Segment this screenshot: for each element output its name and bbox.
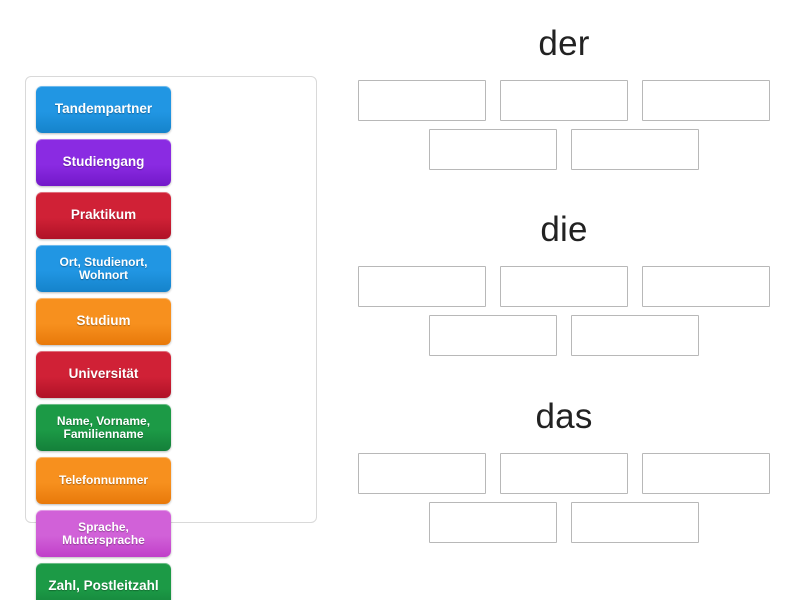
group-das-slots: [340, 453, 788, 543]
word-tile[interactable]: Praktikum: [36, 192, 171, 239]
group-der: der: [340, 26, 788, 178]
slot-row: [340, 315, 788, 356]
slot-row: [340, 502, 788, 543]
drop-slot-der[interactable]: [358, 80, 486, 121]
word-tile[interactable]: Tandempartner: [36, 86, 171, 133]
drop-slot-der[interactable]: [642, 80, 770, 121]
drop-slot-die[interactable]: [642, 266, 770, 307]
drop-slot-das[interactable]: [642, 453, 770, 494]
word-tile[interactable]: Zahl, Postleitzahl: [36, 563, 171, 600]
drop-slot-das[interactable]: [358, 453, 486, 494]
drop-slot-der[interactable]: [429, 129, 557, 170]
drop-slot-die[interactable]: [429, 315, 557, 356]
slot-row: [340, 80, 788, 121]
group-title-die: die: [540, 210, 588, 249]
drop-slot-der[interactable]: [571, 129, 699, 170]
drop-slot-die[interactable]: [571, 315, 699, 356]
slot-row: [340, 129, 788, 170]
word-tile[interactable]: Name, Vorname, Familienname: [36, 404, 171, 451]
group-das: das: [340, 399, 788, 551]
word-tile[interactable]: Studiengang: [36, 139, 171, 186]
word-tile[interactable]: Sprache, Muttersprache: [36, 510, 171, 557]
drop-slot-der[interactable]: [500, 80, 628, 121]
slot-row: [340, 266, 788, 307]
word-tile[interactable]: Studium: [36, 298, 171, 345]
group-der-slots: [340, 80, 788, 170]
drop-slot-das[interactable]: [429, 502, 557, 543]
group-title-der: der: [538, 24, 590, 63]
group-die-slots: [340, 266, 788, 356]
drop-slot-das[interactable]: [571, 502, 699, 543]
word-tile[interactable]: Ort, Studienort, Wohnort: [36, 245, 171, 292]
drop-slot-die[interactable]: [500, 266, 628, 307]
group-title-das: das: [535, 397, 593, 436]
drop-slot-das[interactable]: [500, 453, 628, 494]
word-tile[interactable]: Telefonnummer: [36, 457, 171, 504]
slot-row: [340, 453, 788, 494]
group-die: die: [340, 212, 788, 364]
drop-slot-die[interactable]: [358, 266, 486, 307]
word-tile[interactable]: Universität: [36, 351, 171, 398]
